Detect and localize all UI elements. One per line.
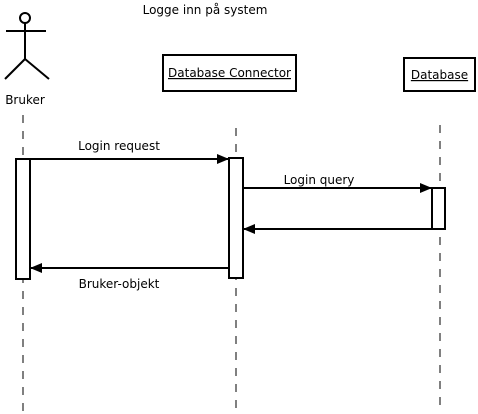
message-login-request[interactable]: Login request bbox=[30, 139, 229, 164]
actor-bruker[interactable]: Bruker bbox=[4, 12, 50, 107]
activation-bar-database-connector bbox=[228, 157, 244, 279]
message-login-query[interactable]: Login query bbox=[243, 173, 432, 193]
message-login-request-label: Login request bbox=[78, 139, 160, 153]
object-database-connector-label: Database Connector bbox=[168, 66, 291, 80]
object-database-label: Database bbox=[411, 68, 468, 82]
object-database-connector[interactable]: Database Connector bbox=[162, 54, 297, 92]
message-bruker-objekt[interactable]: Bruker-objekt bbox=[30, 263, 229, 291]
diagram-title: Logge inn på system bbox=[143, 3, 268, 17]
stick-figure-icon bbox=[4, 12, 50, 80]
activation-bar-database bbox=[431, 187, 446, 230]
actor-bruker-label: Bruker bbox=[5, 93, 45, 107]
activation-bar-bruker bbox=[15, 158, 31, 280]
message-bruker-objekt-label: Bruker-objekt bbox=[79, 277, 160, 291]
object-database[interactable]: Database bbox=[403, 57, 476, 92]
message-login-query-label: Login query bbox=[284, 173, 355, 187]
